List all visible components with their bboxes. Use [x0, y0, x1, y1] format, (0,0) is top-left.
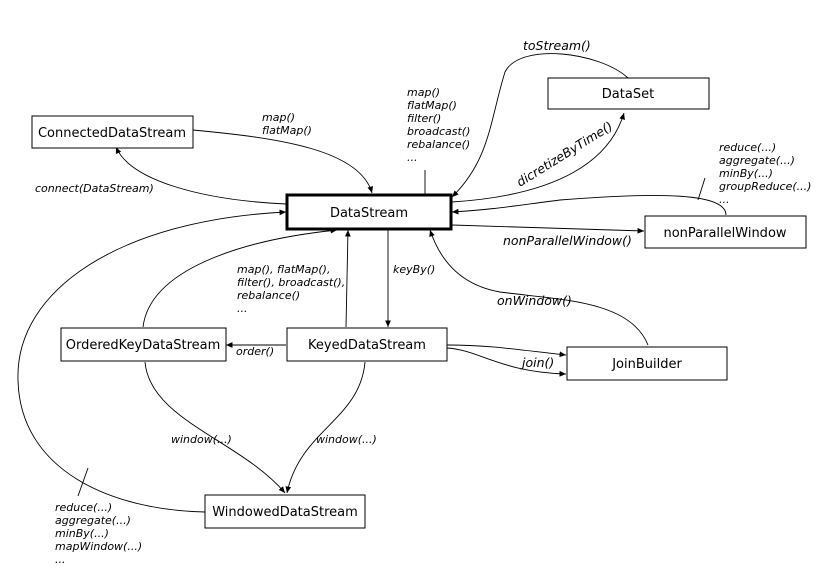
edge-connected-map [192, 129, 374, 194]
edge-windowed-back [17, 209, 287, 513]
edge-nonparallel-back [451, 194, 727, 216]
label-ds-op-0: map() [407, 86, 440, 99]
label-keyed-op-3: ... [237, 302, 248, 315]
node-windowed-label: WindowedDataStream [212, 505, 358, 520]
edge-window-right [285, 361, 366, 494]
edge-nonparallelwindow [451, 224, 645, 234]
label-window-right: window(...) [316, 433, 377, 446]
node-ordered-label: OrderedKeyDataStream [66, 338, 221, 353]
label-ds-op-3: broadcast() [407, 125, 470, 138]
edge-ordered-back [142, 227, 338, 328]
edge-keyed-back [344, 229, 351, 328]
edge-np-ops-tick [697, 177, 706, 201]
edge-join-upper [446, 344, 567, 358]
label-keyed-op-1: filter(), broadcast(), [237, 276, 345, 289]
edge-window-left [144, 361, 286, 494]
label-keyby: keyBy() [393, 263, 435, 276]
label-window-left: window(...) [171, 433, 232, 446]
node-nonparallel[interactable]: nonParallelWindow [644, 215, 807, 249]
label-connect: connect(DataStream) [35, 182, 154, 195]
node-windowed[interactable]: WindowedDataStream [204, 494, 366, 529]
node-nonparallel-label: nonParallelWindow [663, 226, 786, 241]
node-keyed-label: KeyedDataStream [308, 338, 426, 353]
label-np-op-1: aggregate(...) [719, 154, 795, 167]
label-map-connected-0: map() [262, 111, 295, 124]
label-ds-op-1: flatMap() [407, 99, 457, 112]
node-joinbuilder-label: JoinBuilder [611, 357, 682, 372]
edge-connect [115, 146, 287, 205]
edge-dicretize [451, 112, 625, 203]
node-datastream-label: DataStream [330, 206, 408, 221]
label-join: join() [520, 355, 554, 370]
edge-tostream [451, 53, 629, 198]
label-np-op-3: groupReduce(...) [719, 180, 811, 193]
label-np-op-0: reduce(...) [719, 141, 776, 154]
node-ordered[interactable]: OrderedKeyDataStream [60, 327, 227, 362]
node-datastream[interactable]: DataStream [285, 193, 453, 231]
edge-join-lower [446, 347, 567, 377]
node-keyed[interactable]: KeyedDataStream [286, 327, 448, 362]
label-ds-op-2: filter() [407, 112, 441, 125]
label-map-connected-1: flatMap() [262, 124, 312, 137]
label-nonparallelwindow: nonParallelWindow() [503, 233, 632, 248]
node-dataset-label: DataSet [602, 87, 654, 102]
label-windowed-op-2: minBy(...) [55, 527, 109, 540]
edge-windowed-ops-tick [77, 467, 89, 497]
label-np-op-4: ... [719, 193, 730, 206]
node-dataset[interactable]: DataSet [547, 77, 710, 110]
label-keyed-op-0: map(), flatMap(), [237, 263, 330, 276]
label-windowed-op-0: reduce(...) [55, 501, 112, 514]
label-windowed-op-1: aggregate(...) [55, 514, 131, 527]
label-keyed-op-2: rebalance() [237, 289, 300, 302]
label-onwindow: onWindow() [497, 293, 572, 308]
label-order: order() [236, 345, 274, 358]
label-ds-op-5: ... [407, 151, 418, 164]
label-np-op-2: minBy(...) [719, 167, 773, 180]
label-dicretize: dicretizeByTime() [514, 118, 616, 189]
label-windowed-op-4: ... [55, 553, 66, 566]
label-tostream: toStream() [523, 38, 591, 53]
node-connected[interactable]: ConnectedDataStream [31, 115, 194, 149]
edge-onwindow [429, 229, 649, 346]
node-joinbuilder[interactable]: JoinBuilder [566, 346, 728, 381]
label-ds-op-4: rebalance() [407, 138, 470, 151]
label-windowed-op-3: mapWindow(...) [55, 540, 142, 553]
node-connected-label: ConnectedDataStream [38, 126, 186, 141]
